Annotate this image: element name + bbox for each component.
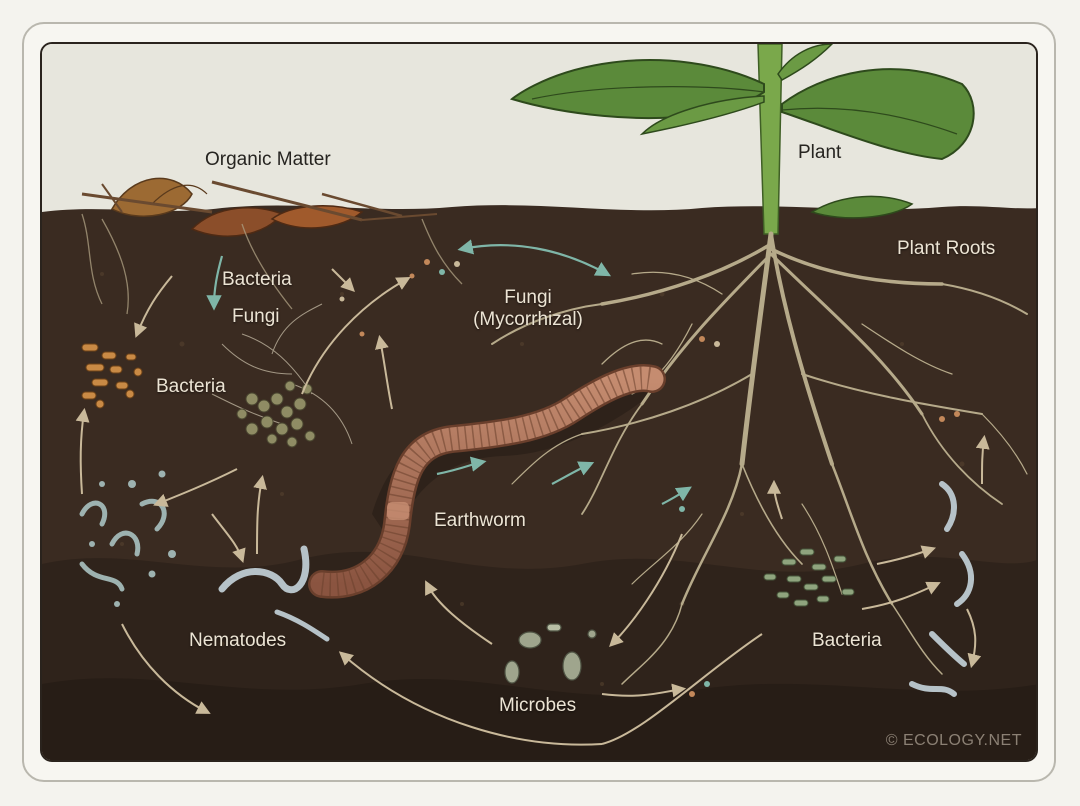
earthworm — [308, 364, 666, 599]
plant — [509, 44, 975, 235]
organic-matter-litter — [81, 177, 438, 237]
label-earthworm: Earthworm — [434, 510, 526, 531]
surface-rootlets — [81, 213, 463, 315]
flow-arrows — [75, 268, 990, 746]
label-fungi-mycorrhizal-line2: (Mycorrhizal) — [473, 309, 583, 330]
diagram-panel: Organic Matter Plant Plant Roots Bacteri… — [40, 42, 1038, 762]
microbe-cluster-left — [79, 498, 167, 592]
label-nematodes: Nematodes — [189, 630, 287, 651]
plant-roots — [491, 231, 1028, 685]
label-fungi-mycorrhizal-line1: Fungi — [504, 287, 552, 308]
nematodes — [218, 545, 330, 642]
microbes-right — [909, 481, 974, 697]
soil-food-web-illustration — [42, 44, 1036, 760]
label-bacteria-top: Bacteria — [222, 269, 292, 290]
label-plant-roots: Plant Roots — [897, 238, 996, 259]
label-fungi-top: Fungi — [232, 306, 280, 327]
microbe-dots-left — [89, 470, 176, 607]
copyright-credit: © ECOLOGY.NET — [885, 732, 1022, 749]
teal-arrows — [206, 239, 692, 505]
bacteria-cluster-left — [81, 343, 143, 409]
soil-texture — [100, 272, 965, 686]
label-microbes: Microbes — [499, 695, 577, 716]
microbes-center — [504, 623, 597, 684]
soil-bottom-layer — [42, 678, 1036, 760]
label-bacteria-right: Bacteria — [812, 630, 882, 651]
label-bacteria-left: Bacteria — [156, 376, 226, 397]
label-plant: Plant — [798, 142, 842, 163]
label-fungi-mycorrhizal: Fungi (Mycorrhizal) — [462, 287, 594, 331]
label-organic-matter: Organic Matter — [205, 149, 331, 170]
fungi-cluster — [236, 380, 316, 448]
bacteria-cluster-right — [763, 548, 855, 607]
